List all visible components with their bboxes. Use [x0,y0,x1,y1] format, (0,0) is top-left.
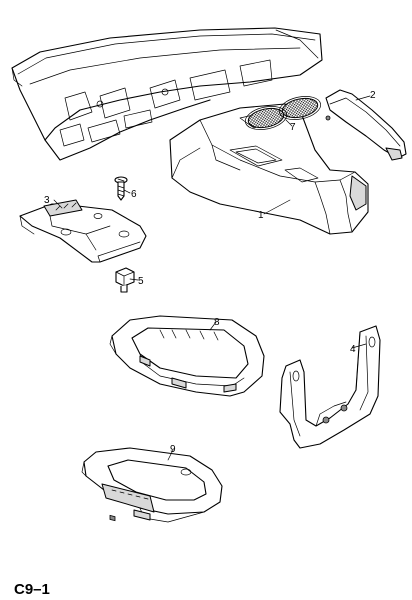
support-bracket [279,325,381,449]
mounting-bracket-plate [19,199,147,263]
gear-surround-ring [109,315,265,397]
callout-6: 6 [131,189,137,200]
leader-lines [53,95,371,461]
console-side-trim [325,89,407,161]
clip-nut [115,267,135,293]
callout-9: 9 [170,444,176,455]
callout-5: 5 [138,276,144,287]
callout-3: 3 [44,195,50,206]
cup-holder-mats [244,96,322,130]
page-reference: C9–1 [14,581,50,598]
callout-labels: 1 2 3 4 5 6 7 8 9 [44,90,376,455]
switch-panel-bezel [81,447,223,523]
callout-2: 2 [370,90,376,101]
callout-7: 7 [290,122,296,133]
dashboard-outline [11,27,323,161]
callout-8: 8 [214,317,220,328]
screw [114,176,128,201]
callout-1: 1 [258,210,264,221]
callout-4: 4 [350,344,356,355]
center-console [169,103,369,235]
